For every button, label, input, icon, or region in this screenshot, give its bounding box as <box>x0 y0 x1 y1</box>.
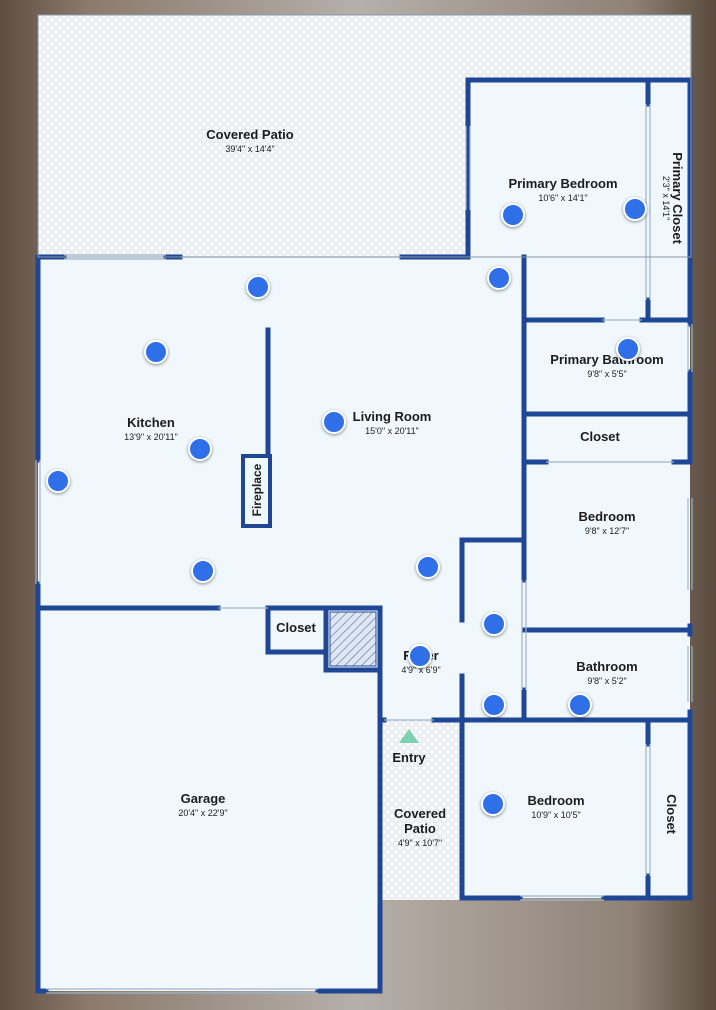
room-name: Bathroom <box>576 659 638 674</box>
entry-arrow-icon <box>399 729 419 743</box>
room-dims: 4'9" x 10'7" <box>397 837 443 848</box>
bedroom-bottom-label: Bedroom 10'9" x 10'5" <box>527 793 585 820</box>
hotspot-bathroom[interactable] <box>568 693 592 717</box>
room-dims: 9'8" x 5'2" <box>587 675 627 686</box>
room-dims: 9'8" x 12'7" <box>584 525 630 536</box>
hotspot-kitchen[interactable] <box>188 437 212 461</box>
hotspot-primary-bathroom[interactable] <box>616 337 640 361</box>
fireplace-label: Fireplace <box>250 463 264 517</box>
room-dims: 2'3" x 14'1" <box>660 175 671 221</box>
hotspot-living-top[interactable] <box>246 275 270 299</box>
hotspot-primary-closet[interactable] <box>623 197 647 221</box>
closet-garage-label: Closet <box>276 620 316 636</box>
entry-label: Entry <box>392 750 426 766</box>
interior-floor <box>38 80 690 991</box>
utility-chase <box>329 611 377 667</box>
hotspot-primary-hall[interactable] <box>487 266 511 290</box>
covered-patio-front-area <box>380 720 464 900</box>
room-name: Garage <box>180 791 226 806</box>
hotspot-hall-bottom[interactable] <box>482 693 506 717</box>
room-dims: 9'8" x 5'5" <box>587 368 627 379</box>
primary-closet-label: Primary Closet 2'3" x 14'1" <box>660 143 686 253</box>
room-name: Covered Patio <box>393 806 447 836</box>
hotspot-bedroom-bottom[interactable] <box>481 792 505 816</box>
room-name: Closet <box>664 794 680 835</box>
hotspot-kitchen-bottom[interactable] <box>191 559 215 583</box>
bedroom-middle-label: Bedroom 9'8" x 12'7" <box>578 509 636 536</box>
covered-patio-top-label: Covered Patio 39'4" x 14'4" <box>206 127 294 154</box>
room-name: Bedroom <box>578 509 636 524</box>
room-name: Bedroom <box>527 793 585 808</box>
windows <box>35 104 693 994</box>
room-name: Primary Bathroom <box>550 352 664 367</box>
room-name: Kitchen <box>127 415 175 430</box>
covered-patio-front-label: Covered Patio 4'9" x 10'7" <box>382 806 458 848</box>
closet-bottom-label: Closet <box>664 784 680 844</box>
hotspot-kitchen-west[interactable] <box>46 469 70 493</box>
room-name: Living Room <box>352 409 432 424</box>
room-dims: 20'4" x 22'9" <box>178 807 228 818</box>
bathroom-label: Bathroom 9'8" x 5'2" <box>576 659 638 686</box>
room-name: Entry <box>392 750 426 765</box>
room-name: Closet <box>580 429 620 444</box>
garage-label: Garage 20'4" x 22'9" <box>178 791 228 818</box>
room-dims: 15'0" x 20'11" <box>365 425 419 436</box>
hotspot-foyer[interactable] <box>408 644 432 668</box>
hotspot-kitchen-top[interactable] <box>144 340 168 364</box>
patio-border <box>37 14 692 258</box>
living-room-label: Living Room 15'0" x 20'11" <box>352 409 432 436</box>
hotspot-living-bottom[interactable] <box>416 555 440 579</box>
fireplace <box>241 454 272 528</box>
hotspot-hallway[interactable] <box>482 612 506 636</box>
room-name: Closet <box>276 620 316 635</box>
room-name: Primary Closet <box>670 152 686 244</box>
closet-right-label: Closet <box>580 429 620 445</box>
room-dims: 13'9" x 20'11" <box>124 431 178 442</box>
hotspot-living-room[interactable] <box>322 410 346 434</box>
room-name: Covered Patio <box>206 127 294 142</box>
room-dims: 4'9" x 6'9" <box>401 664 441 675</box>
kitchen-label: Kitchen 13'9" x 20'11" <box>124 415 178 442</box>
room-dims: 10'9" x 10'5" <box>531 809 581 820</box>
primary-bedroom-label: Primary Bedroom 10'6" x 14'1" <box>508 176 618 203</box>
room-dims: 39'4" x 14'4" <box>225 143 275 154</box>
room-name: Primary Bedroom <box>508 176 618 191</box>
hotspot-primary-bedroom[interactable] <box>501 203 525 227</box>
primary-bathroom-label: Primary Bathroom 9'8" x 5'5" <box>550 352 664 379</box>
room-dims: 10'6" x 14'1" <box>538 192 588 203</box>
